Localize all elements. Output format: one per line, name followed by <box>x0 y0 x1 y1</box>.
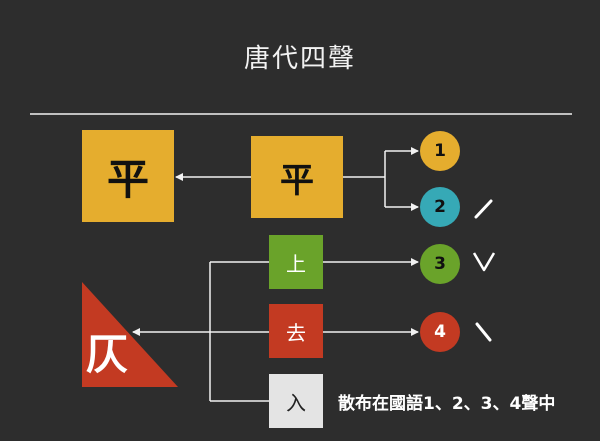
ru-tone-box: 入 <box>269 374 323 428</box>
qu-tone-box: 去 <box>269 304 323 358</box>
tone4-mark-icon <box>475 322 492 342</box>
ping-tone-box: 平 <box>251 136 343 218</box>
tone3-circle: 3 <box>420 244 460 284</box>
ze-category-label: 仄 <box>86 330 129 379</box>
ze-triangle <box>82 282 178 387</box>
page-title: 唐代四聲 <box>243 44 356 74</box>
tone2-circle: 2 <box>420 187 460 227</box>
tone4-circle: 4 <box>420 312 460 352</box>
tone2-mark-icon <box>474 199 493 219</box>
tone1-circle: 1 <box>420 131 460 171</box>
ping-category-box: 平 <box>82 130 174 222</box>
ru-tone-note: 散布在國語1、2、3、4聲中 <box>338 394 556 414</box>
tone3-mark-icon <box>472 252 496 272</box>
shang-tone-box: 上 <box>269 235 323 289</box>
